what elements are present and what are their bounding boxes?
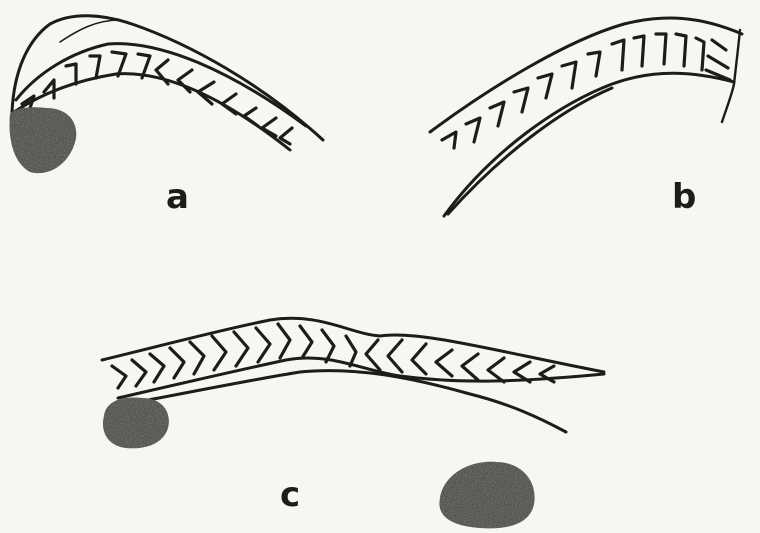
panel-b-lower-curve	[448, 88, 612, 214]
panel-c-chevrons	[112, 324, 554, 388]
panel-b-right-edge	[722, 30, 740, 122]
panel-c-right-dark-blob	[439, 462, 534, 529]
panel-label-a: a	[166, 180, 189, 214]
panel-label-c: c	[280, 478, 300, 512]
panel-c-left-dark-blob	[103, 398, 169, 449]
panel-a-dark-blob	[10, 107, 77, 173]
panel-a-fine-line	[60, 20, 120, 42]
panel-c-drawing	[102, 318, 604, 432]
panel-b-chevrons	[442, 34, 730, 148]
panel-label-b: b	[672, 180, 696, 214]
